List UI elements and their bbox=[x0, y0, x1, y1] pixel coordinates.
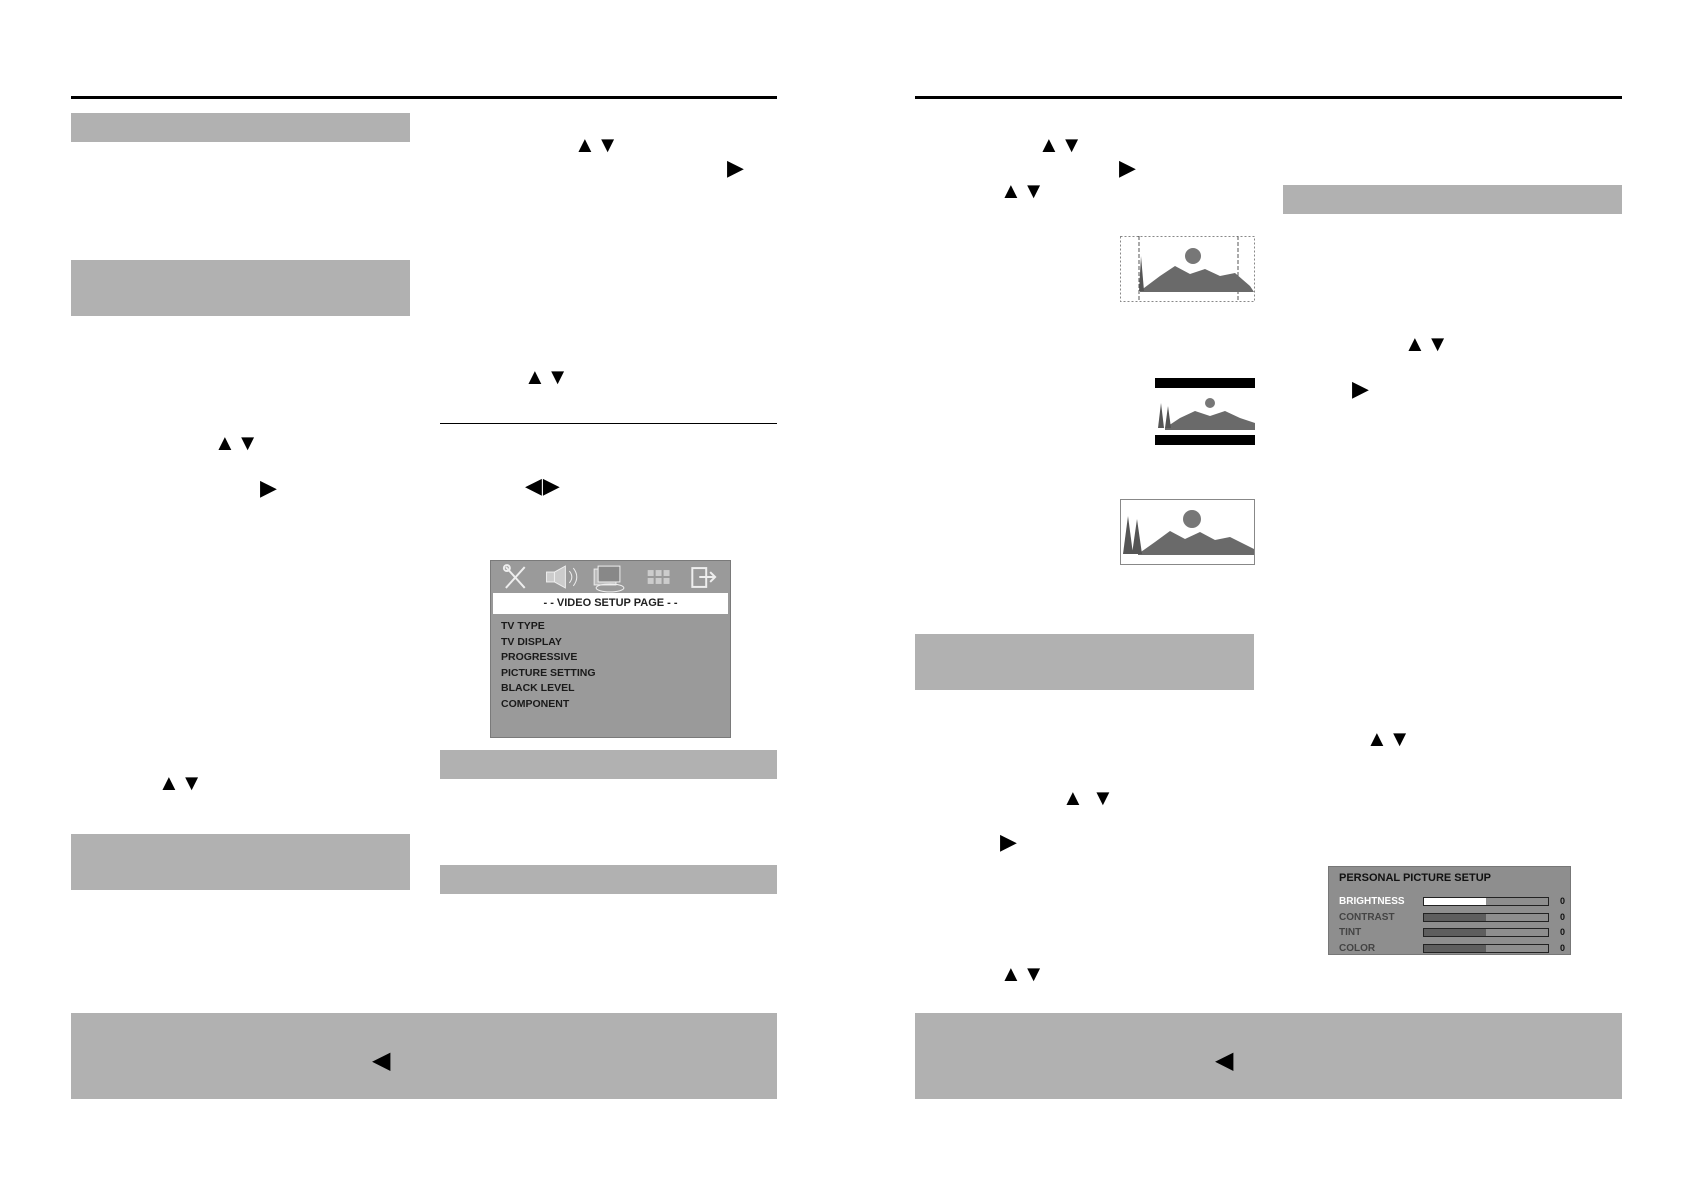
up-down-arrow-icon: ▲▼ bbox=[1038, 132, 1084, 157]
letterbox-illustration bbox=[1155, 378, 1255, 445]
slider-fill bbox=[1424, 898, 1486, 905]
left-section-header-2 bbox=[71, 260, 410, 316]
right-arrow-icon: ▶ bbox=[1119, 155, 1137, 180]
pps-row-tint[interactable]: TINT 0 bbox=[1339, 925, 1565, 940]
menu-item-component[interactable]: COMPONENT bbox=[501, 697, 570, 710]
left-section-header-5 bbox=[440, 865, 777, 894]
right-arrow-icon: ▶ bbox=[1352, 376, 1370, 401]
pps-row-color[interactable]: COLOR 0 bbox=[1339, 941, 1565, 956]
menu-item-black-level[interactable]: BLACK LEVEL bbox=[501, 682, 575, 694]
menu-items: TV TYPE TV DISPLAY PROGRESSIVE PICTURE S… bbox=[501, 619, 596, 712]
up-down-arrow-icon: ▲▼ bbox=[574, 132, 620, 157]
pps-label: COLOR bbox=[1339, 942, 1376, 954]
up-down-arrow-icon: ▲▼ bbox=[1000, 961, 1046, 986]
pps-row-contrast[interactable]: CONTRAST 0 bbox=[1339, 910, 1565, 925]
up-arrow-icon: ▲ bbox=[1062, 785, 1085, 810]
up-down-arrow-icon: ▲▼ bbox=[158, 770, 204, 795]
menu-item-tv-display[interactable]: TV DISPLAY bbox=[501, 635, 562, 648]
right-section-header-1 bbox=[915, 634, 1254, 690]
up-down-arrow-icon: ▲▼ bbox=[214, 430, 260, 455]
pps-label: BRIGHTNESS bbox=[1339, 896, 1405, 907]
preference-icon bbox=[647, 570, 670, 584]
menu-item-progressive[interactable]: PROGRESSIVE bbox=[501, 651, 578, 663]
right-arrow-icon: ▶ bbox=[260, 475, 278, 500]
right-page-top-rule bbox=[915, 96, 1622, 99]
menu-tab-icons bbox=[502, 564, 717, 593]
pps-label: CONTRAST bbox=[1339, 911, 1395, 923]
left-section-header-1 bbox=[71, 113, 410, 142]
exit-icon bbox=[691, 567, 717, 588]
pps-title: PERSONAL PICTURE SETUP bbox=[1339, 872, 1491, 884]
up-down-arrow-icon: ▲▼ bbox=[1366, 726, 1412, 751]
left-column-divider bbox=[440, 423, 777, 424]
video-icon bbox=[593, 565, 625, 593]
left-arrow-icon: ◀ bbox=[372, 1047, 392, 1074]
pan-scan-illustration bbox=[1120, 236, 1255, 302]
down-arrow-icon: ▼ bbox=[1092, 785, 1115, 810]
tools-icon bbox=[502, 564, 526, 589]
pps-value: 0 bbox=[1560, 911, 1566, 922]
left-footer-bar bbox=[71, 1013, 777, 1099]
slider-fill bbox=[1424, 929, 1486, 936]
right-section-header-2 bbox=[1283, 185, 1622, 214]
left-section-header-3 bbox=[71, 834, 410, 890]
brightness-slider[interactable] bbox=[1423, 897, 1549, 906]
pps-value: 0 bbox=[1560, 927, 1566, 937]
color-slider[interactable] bbox=[1423, 943, 1549, 953]
left-section-header-4 bbox=[440, 750, 777, 779]
tint-slider[interactable] bbox=[1423, 928, 1549, 937]
left-page-top-rule bbox=[71, 96, 777, 99]
right-footer-bar bbox=[915, 1013, 1622, 1099]
left-arrow-icon: ◀ bbox=[1215, 1047, 1235, 1074]
slider-fill bbox=[1424, 944, 1486, 952]
up-down-arrow-icon: ▲▼ bbox=[1404, 331, 1450, 356]
menu-title: - - VIDEO SETUP PAGE - - bbox=[493, 593, 728, 614]
pps-value: 0 bbox=[1560, 896, 1566, 906]
pps-label: TINT bbox=[1339, 927, 1362, 938]
menu-item-picture-setting[interactable]: PICTURE SETTING bbox=[501, 666, 596, 679]
right-arrow-icon: ▶ bbox=[727, 155, 745, 180]
personal-picture-setup: PERSONAL PICTURE SETUP BRIGHTNESS 0 CONT… bbox=[1328, 866, 1571, 955]
pps-row-brightness[interactable]: BRIGHTNESS 0 bbox=[1339, 894, 1565, 909]
video-setup-menu: - - VIDEO SETUP PAGE - - TV TYPE TV DISP… bbox=[490, 560, 731, 738]
contrast-slider[interactable] bbox=[1423, 912, 1549, 922]
speaker-icon bbox=[546, 565, 578, 589]
up-down-arrow-icon: ▲▼ bbox=[524, 364, 570, 389]
widescreen-illustration bbox=[1120, 499, 1255, 565]
pps-value: 0 bbox=[1560, 942, 1566, 953]
slider-fill bbox=[1424, 913, 1486, 921]
left-right-arrow-icon: ◀▶ bbox=[525, 473, 561, 498]
right-arrow-icon: ▶ bbox=[1000, 829, 1018, 854]
menu-item-tv-type[interactable]: TV TYPE bbox=[501, 620, 545, 632]
up-down-arrow-icon: ▲▼ bbox=[1000, 178, 1046, 203]
